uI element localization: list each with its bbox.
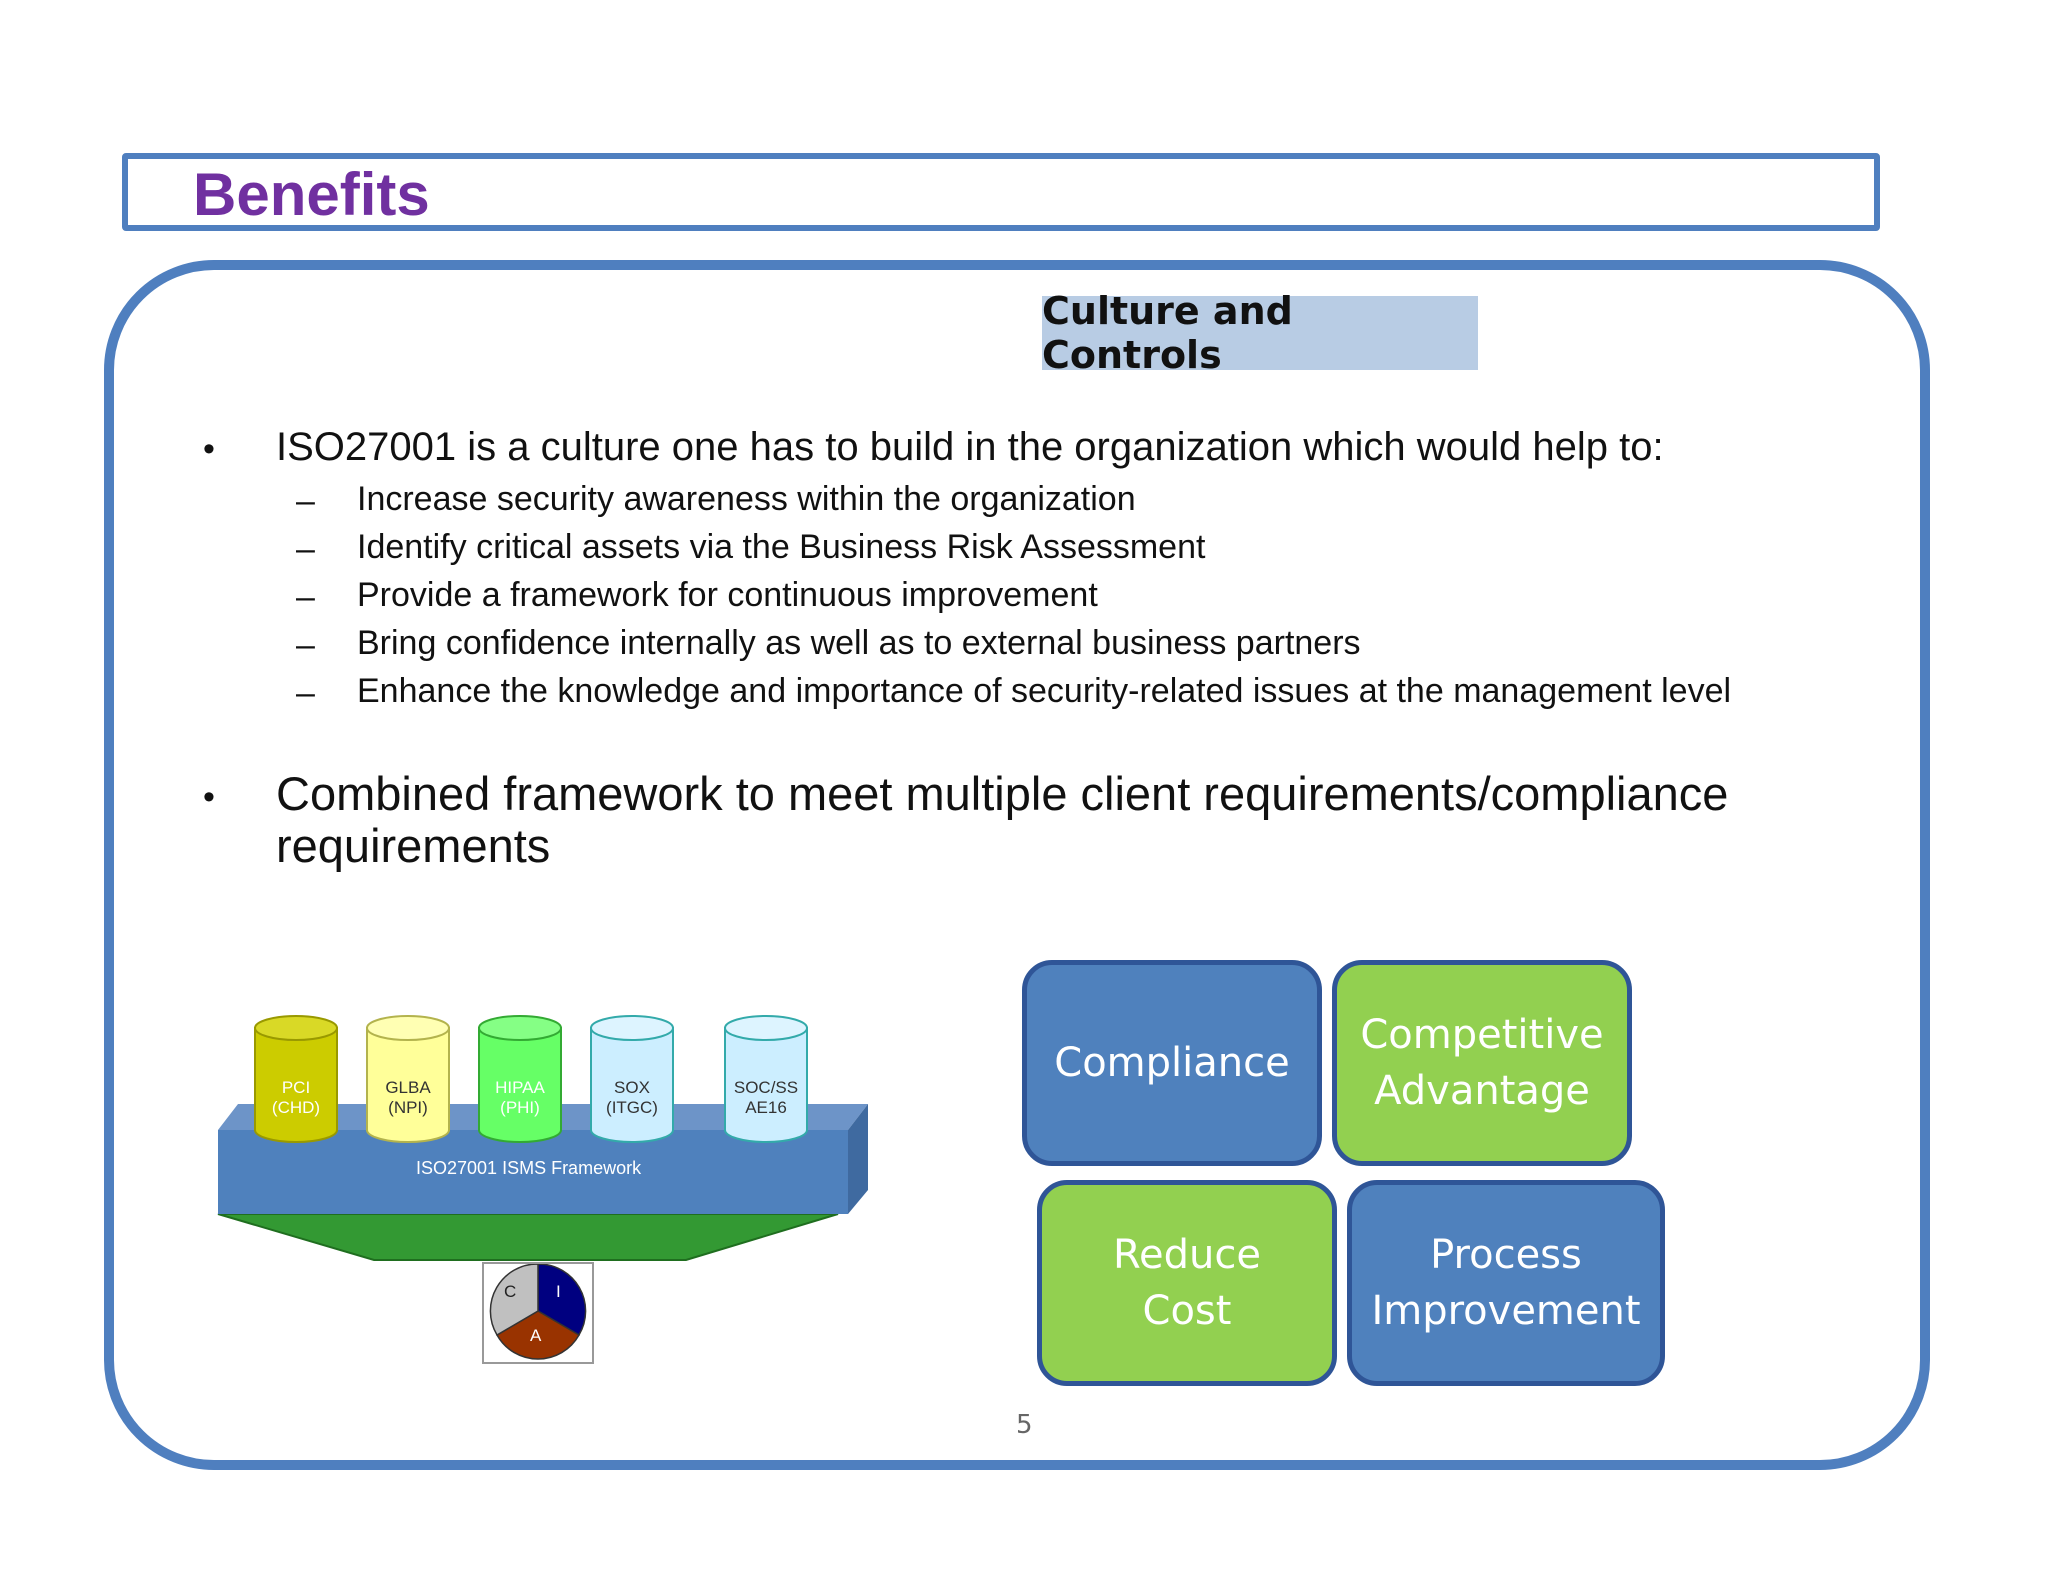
cylinder-sox (590, 1015, 674, 1143)
sub-item: Bring confidence internally as well as t… (357, 624, 1361, 662)
sub-item: Identify critical assets via the Busines… (357, 528, 1206, 566)
tile-label: Competitive Advantage (1360, 1012, 1604, 1114)
cylinder-label-soc: SOC/SS AE16 (733, 1078, 799, 1117)
funnel-shape (217, 1213, 839, 1261)
tile-label: Compliance (1054, 1040, 1290, 1086)
cylinder-hipaa (478, 1015, 562, 1143)
tile-label: Process Improvement (1371, 1232, 1641, 1334)
pie-slice-c (489, 1263, 539, 1337)
tile-label: Reduce Cost (1113, 1232, 1261, 1334)
tile-competitive-advantage: Competitive Advantage (1332, 960, 1632, 1166)
dash-marker: – (296, 530, 315, 568)
pie-label-i: I (556, 1282, 561, 1301)
sub-item: Enhance the knowledge and importance of … (357, 672, 1732, 710)
cylinder-label-sox: SOX (ITGC) (606, 1078, 658, 1117)
dash-marker: – (296, 674, 315, 712)
slide-title: Benefits (193, 161, 430, 228)
bullet-marker: • (203, 778, 215, 816)
compliance-framework-diagram: PCI (CHD) GLBA (NPI) HIPAA (PHI) SOX (IT… (210, 1000, 880, 1370)
bullet-2-text: Combined framework to meet multiple clie… (276, 767, 1729, 872)
cylinder-glba (366, 1015, 450, 1143)
title-box: Benefits (122, 153, 1880, 231)
framework-label: ISO27001 ISMS Framework (416, 1158, 642, 1178)
cylinder-label-hipaa: HIPAA (PHI) (495, 1078, 545, 1117)
sub-item: Provide a framework for continuous impro… (357, 576, 1098, 614)
cia-pie-graphic (489, 1263, 587, 1360)
pie-label-c: C (504, 1282, 517, 1301)
dash-marker: – (296, 482, 315, 520)
cylinder-label-pci: PCI (CHD) (271, 1078, 321, 1117)
sub-item: Increase security awareness within the o… (357, 480, 1136, 518)
platform-front (218, 1130, 848, 1214)
framework-graphic (217, 1015, 868, 1261)
tile-compliance: Compliance (1022, 960, 1322, 1166)
platform-side (848, 1104, 868, 1214)
cylinder-label-glba: GLBA (NPI) (385, 1078, 431, 1117)
dash-marker: – (296, 578, 315, 616)
tile-process-improvement: Process Improvement (1347, 1180, 1665, 1386)
cylinder-soc (724, 1015, 808, 1143)
bullet-1-text: ISO27001 is a culture one has to build i… (276, 425, 1664, 469)
cylinder-pci (254, 1015, 338, 1143)
section-subtitle: Culture and Controls (1042, 289, 1478, 377)
page-number: 5 (1016, 1410, 1033, 1440)
dash-marker: – (296, 626, 315, 664)
tile-reduce-cost: Reduce Cost (1037, 1180, 1337, 1386)
cia-pie-chart: C I A (482, 1262, 594, 1364)
pie-label-a: A (530, 1326, 542, 1345)
bullet-marker: • (203, 430, 215, 468)
